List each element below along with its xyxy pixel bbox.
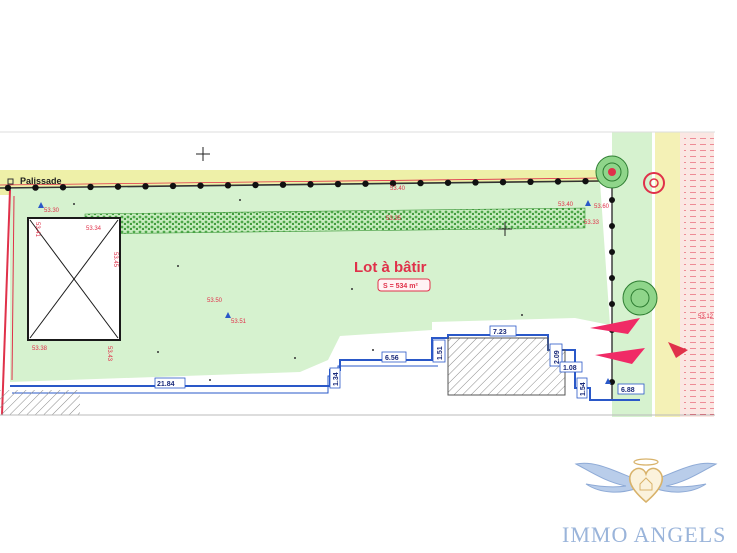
fence-post <box>59 184 67 191</box>
fence-posts <box>4 177 589 192</box>
dim-side-a: 2.09 <box>554 350 561 364</box>
fence-post <box>609 301 615 307</box>
access-arrow-icon <box>590 318 640 334</box>
level-label: 53.51 <box>231 319 247 325</box>
dim-entrance: 6.88 <box>621 387 635 394</box>
level-label: 53.30 <box>44 208 60 214</box>
angel-wings-heart-house-logo <box>574 458 718 503</box>
dim-box-side-a <box>549 343 563 367</box>
fence-post <box>582 177 589 185</box>
fence-post <box>609 197 615 203</box>
far-right-ruler-ticks <box>684 132 714 417</box>
dim-box-garage <box>489 325 517 337</box>
fence-post <box>362 180 369 187</box>
dim-box-step-a <box>432 339 446 363</box>
dim-box-side-b <box>559 361 583 373</box>
fence-post <box>609 249 615 255</box>
palissade-label: Palissade <box>20 176 62 186</box>
fence-post <box>87 183 94 191</box>
fence-post <box>609 275 615 281</box>
dim-side-c: 1.54 <box>580 382 587 396</box>
target-icon <box>643 172 665 194</box>
level-label: 53.60 <box>594 204 610 210</box>
dim-box-front <box>154 377 186 389</box>
dim-box-recess <box>381 351 407 363</box>
level-label: 53.45 <box>112 252 118 268</box>
fence-post <box>169 182 177 190</box>
fence-post <box>142 183 149 190</box>
fence-post <box>4 184 12 192</box>
dim-garage-width: 7.23 <box>493 329 507 336</box>
dim-side-b: 1.08 <box>563 365 577 372</box>
lot-surface-box <box>377 278 431 292</box>
fence-post <box>252 181 259 189</box>
level-label: 53.35 <box>386 216 402 222</box>
fence-post <box>417 179 424 187</box>
fence-post <box>32 184 39 191</box>
left-boundary-inner <box>11 195 15 381</box>
lot-surface: S = 534 m² <box>383 283 418 290</box>
fence-post <box>472 179 479 186</box>
survey-cross-icon <box>196 147 512 236</box>
fence-post <box>197 182 204 189</box>
tree-icon <box>595 155 629 189</box>
fence-post <box>307 181 314 188</box>
fence-post <box>527 178 534 186</box>
dim-front-length: 21.84 <box>157 381 175 388</box>
access-arrow-icon <box>595 348 645 364</box>
bottom-left-hatch <box>0 390 80 415</box>
level-label: 53.34 <box>86 226 102 232</box>
level-label: 53.38 <box>32 346 48 352</box>
right-yellow-strip <box>655 132 681 417</box>
brand-name: IMMO ANGELS <box>562 522 726 547</box>
left-boundary <box>1 189 11 416</box>
survey-triangle-icon <box>38 200 611 384</box>
fence-post <box>444 179 452 186</box>
fence-post <box>334 180 342 188</box>
dim-box-entrance <box>617 383 645 395</box>
dim-box-step-b <box>329 367 341 389</box>
palissade-marker <box>7 178 14 185</box>
level-label: 53.12 <box>698 314 714 320</box>
top-boundary-red <box>0 177 601 186</box>
level-label: 53.50 <box>207 298 223 304</box>
level-label: 53.33 <box>584 220 600 226</box>
fence-post <box>279 181 287 188</box>
dim-box-side-c <box>576 377 588 399</box>
level-label: 53.40 <box>558 202 574 208</box>
level-label: 53.43 <box>106 346 112 362</box>
level-label: 53.40 <box>390 186 406 192</box>
fence-post <box>114 183 122 190</box>
lot-title: Lot à bâtir <box>354 259 427 276</box>
fence-post <box>554 178 562 185</box>
dim-step-b: 1.34 <box>333 372 340 386</box>
neighbour-building-hatch <box>447 337 566 396</box>
footprint-diag-b <box>29 219 119 339</box>
fence-post <box>224 182 232 189</box>
fence-post <box>499 178 507 186</box>
tree-icon <box>622 280 658 316</box>
survey-points <box>73 199 523 381</box>
level-label: 53.41 <box>34 222 40 238</box>
dim-recess-width: 6.56 <box>385 355 399 362</box>
fence-post <box>609 223 615 229</box>
fence-post <box>389 180 397 187</box>
access-arrow-icon <box>668 342 688 358</box>
dim-step-a: 1.51 <box>437 346 444 360</box>
